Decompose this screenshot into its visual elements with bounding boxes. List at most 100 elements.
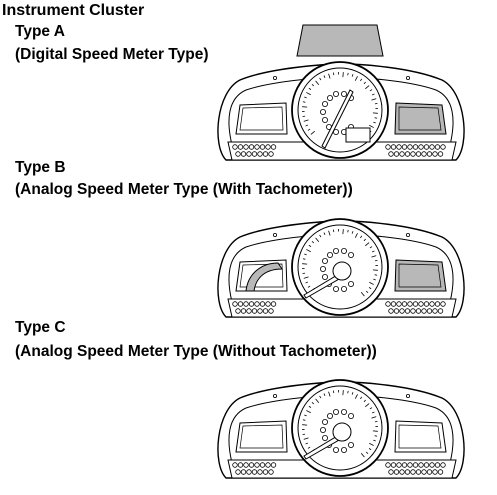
indicator-lamp [410,151,416,157]
indicator-lamp [243,462,249,468]
gauge-tick [304,96,307,99]
indicator-lamp [401,462,408,468]
left-display [235,102,288,135]
gauge-tick [303,119,309,122]
indicator-lamp [429,462,435,468]
gauge-numeral [319,109,326,116]
gauge-tick [305,124,308,127]
gauge-tick [315,80,320,85]
screw-mark [405,233,410,238]
gauge-tick [363,81,366,85]
indicator-lamp [246,308,252,314]
indicator-lamp [390,462,397,468]
screw-mark [272,394,277,399]
gauge-tick [372,411,375,414]
needle-hub [332,422,352,442]
indicator-lamp [393,469,400,475]
indicator-lamp [268,308,274,314]
gauge-tick [371,98,377,101]
tachometer-arc [245,262,283,292]
indicator-lamp [251,308,258,314]
indicator-lamp [235,151,241,157]
indicator-lamp [232,301,238,307]
indicator-lamp [388,308,394,314]
gauge-numeral [321,117,328,124]
indicator-lamp [385,301,391,307]
cluster-type-b [217,218,465,318]
gauge-tick [304,414,307,417]
digital-speed-readout [345,127,371,143]
gauge-tick [371,255,377,258]
gauge-numeral [332,91,339,98]
indicator-lamp [410,308,416,314]
indicator-lamp [412,144,419,150]
gauge-tick [308,87,312,90]
right-display [394,259,447,292]
type-a-subtitle: (Digital Speed Meter Type) [15,46,209,63]
indicator-lamp [421,151,427,157]
indicator-lamp [432,469,438,475]
gauge-tick [351,231,354,234]
indicator-lamp [388,469,394,475]
indicator-lamp [254,144,260,150]
indicator-lamp [393,308,400,314]
indicator-lamp [270,301,277,307]
gauge-numeral [321,274,328,281]
gauge-tick [369,89,373,92]
indicator-lamp [399,469,405,475]
gauge-numeral [340,285,347,292]
gauge-tick [373,121,376,124]
indicator-lamp [399,151,405,157]
gauge-tick [302,258,306,260]
right-display-inner [398,106,442,131]
indicator-lamp [257,469,263,475]
indicator-lamp [257,308,263,314]
gauge-numeral [332,248,339,255]
gauge-tick [328,391,331,397]
indicator-lamp [412,462,419,468]
indicator-lamp [423,301,430,307]
gauge-tick [360,235,363,239]
right-display [394,102,447,135]
gauge-tick [307,446,311,449]
gauge-tick [363,399,366,403]
indicator-lamp [385,144,391,150]
cluster-type-a [217,61,465,161]
gauge-tick [374,274,378,276]
gauge-tick [305,281,308,284]
indicator-lamp [254,462,260,468]
gauge-numeral [332,446,339,453]
indicator-lamp [270,462,277,468]
gauge-numeral [332,409,339,416]
indicator-lamp [240,308,247,314]
gauge-tick [311,241,315,244]
indicator-lamp [415,151,422,157]
indicator-lamp [426,151,433,157]
gauge-tick [372,250,375,253]
gauge-tick [365,85,370,90]
right-display [394,420,447,453]
indicator-lamp [257,151,263,157]
gauge-tick [308,244,312,247]
indicator-lamp [248,462,255,468]
indicator-lamp [412,301,419,307]
indicator-lamp [262,308,269,314]
gauge-numeral [347,442,354,449]
indicator-lamp [404,308,411,314]
indicator-lamp [426,308,433,314]
indicator-lamp [240,151,247,157]
gauge-tick [303,437,309,440]
indicator-lamp [440,462,446,468]
indicator-lamp [240,469,247,475]
indicator-lamp [265,144,271,150]
indicator-lamp [262,469,269,475]
screw-mark [272,76,277,81]
indicator-lamp [399,308,405,314]
right-display-inner [398,424,442,449]
indicator-lamp [259,462,266,468]
indicator-lamp [396,301,402,307]
indicator-lamp [259,144,266,150]
gauge-numeral [326,252,333,259]
gauge-numeral [347,281,354,288]
gauge-tick [308,405,312,408]
